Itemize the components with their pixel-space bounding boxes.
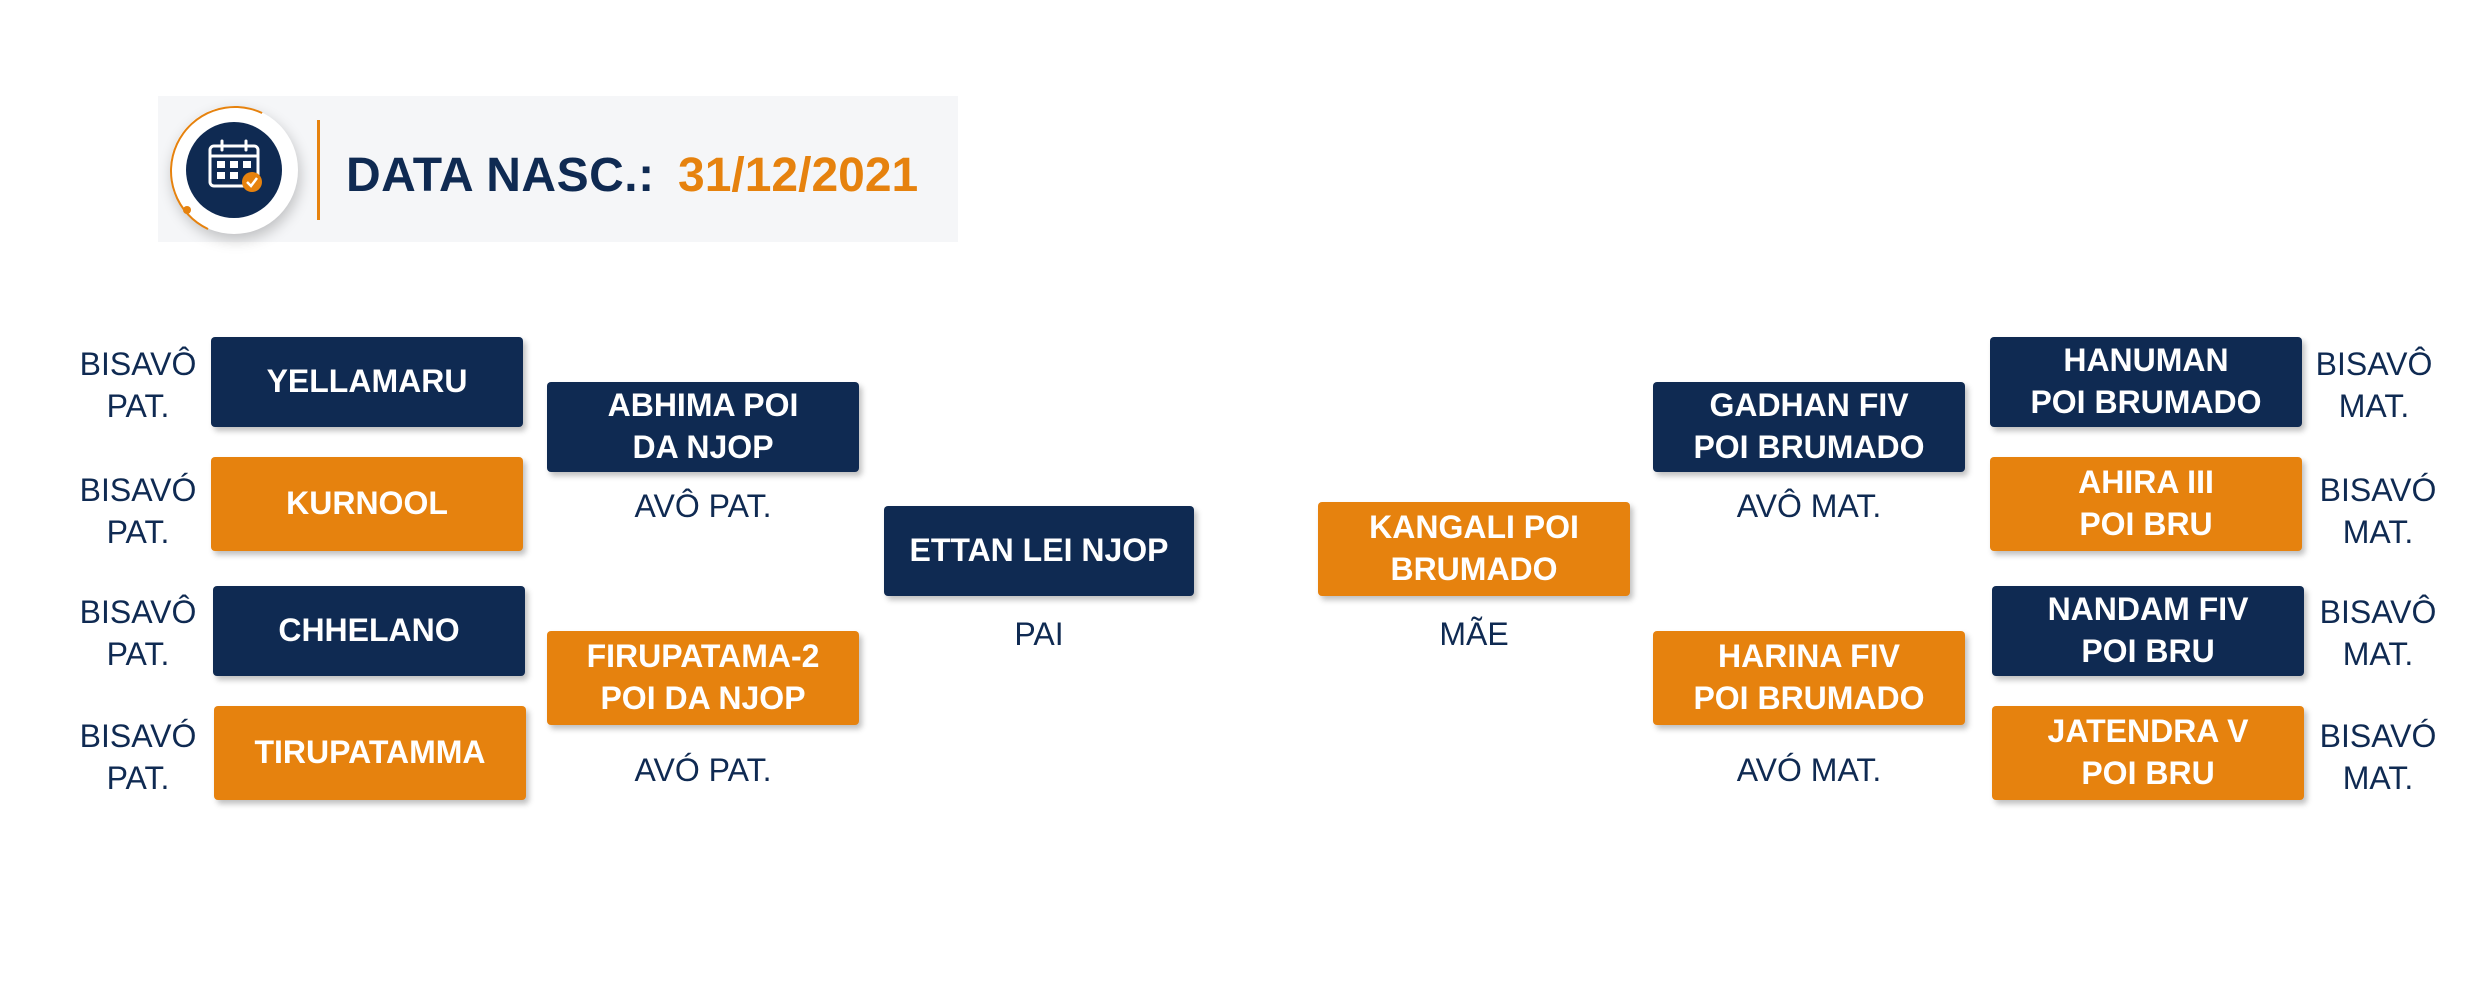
great-grandparent-box: YELLAMARU bbox=[211, 337, 523, 427]
header-divider bbox=[317, 120, 320, 220]
great-grandparent-box: KURNOOL bbox=[211, 457, 523, 551]
badge-dot bbox=[183, 206, 191, 214]
father-label: PAI bbox=[1014, 616, 1064, 652]
mother-label: MÃE bbox=[1439, 616, 1509, 652]
great-grandparent-box: CHHELANO bbox=[213, 586, 525, 676]
birth-date-label: DATA NASC.: bbox=[346, 149, 655, 202]
great-grandparent-box: TIRUPATAMMA bbox=[214, 706, 526, 800]
paternal-grandmother-label: AVÓ PAT. bbox=[634, 752, 772, 788]
birth-date-value: 31/12/2021 bbox=[678, 149, 919, 202]
maternal-grandmother-label: AVÓ MAT. bbox=[1736, 752, 1882, 788]
maternal-grandfather-label: AVÔ MAT. bbox=[1736, 488, 1882, 524]
paternal-grandfather-label: AVÔ PAT. bbox=[634, 488, 772, 524]
father-box: ETTAN LEI NJOP bbox=[884, 506, 1194, 596]
calendar-badge-inner bbox=[186, 122, 282, 218]
calendar-check-icon bbox=[208, 139, 262, 192]
